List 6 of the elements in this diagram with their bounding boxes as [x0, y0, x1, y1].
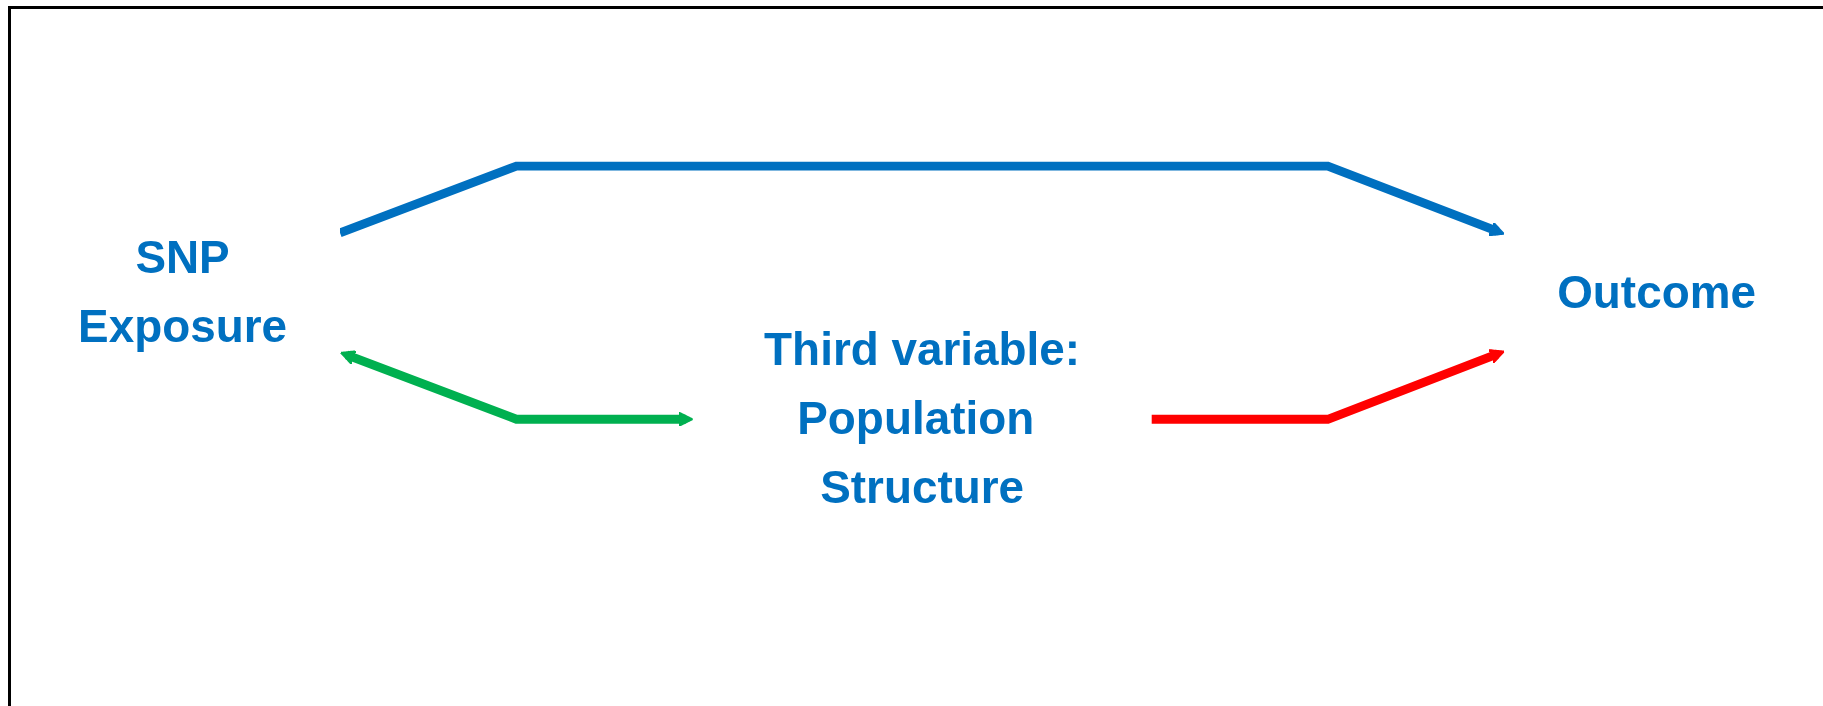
node-text: Third variable: Population Structure	[764, 323, 1081, 514]
arrow	[339, 350, 694, 427]
arrow	[338, 161, 1505, 238]
arrow	[1151, 349, 1505, 424]
node-text: SNP Exposure	[78, 230, 288, 353]
node-text: Outcome	[1557, 265, 1756, 319]
